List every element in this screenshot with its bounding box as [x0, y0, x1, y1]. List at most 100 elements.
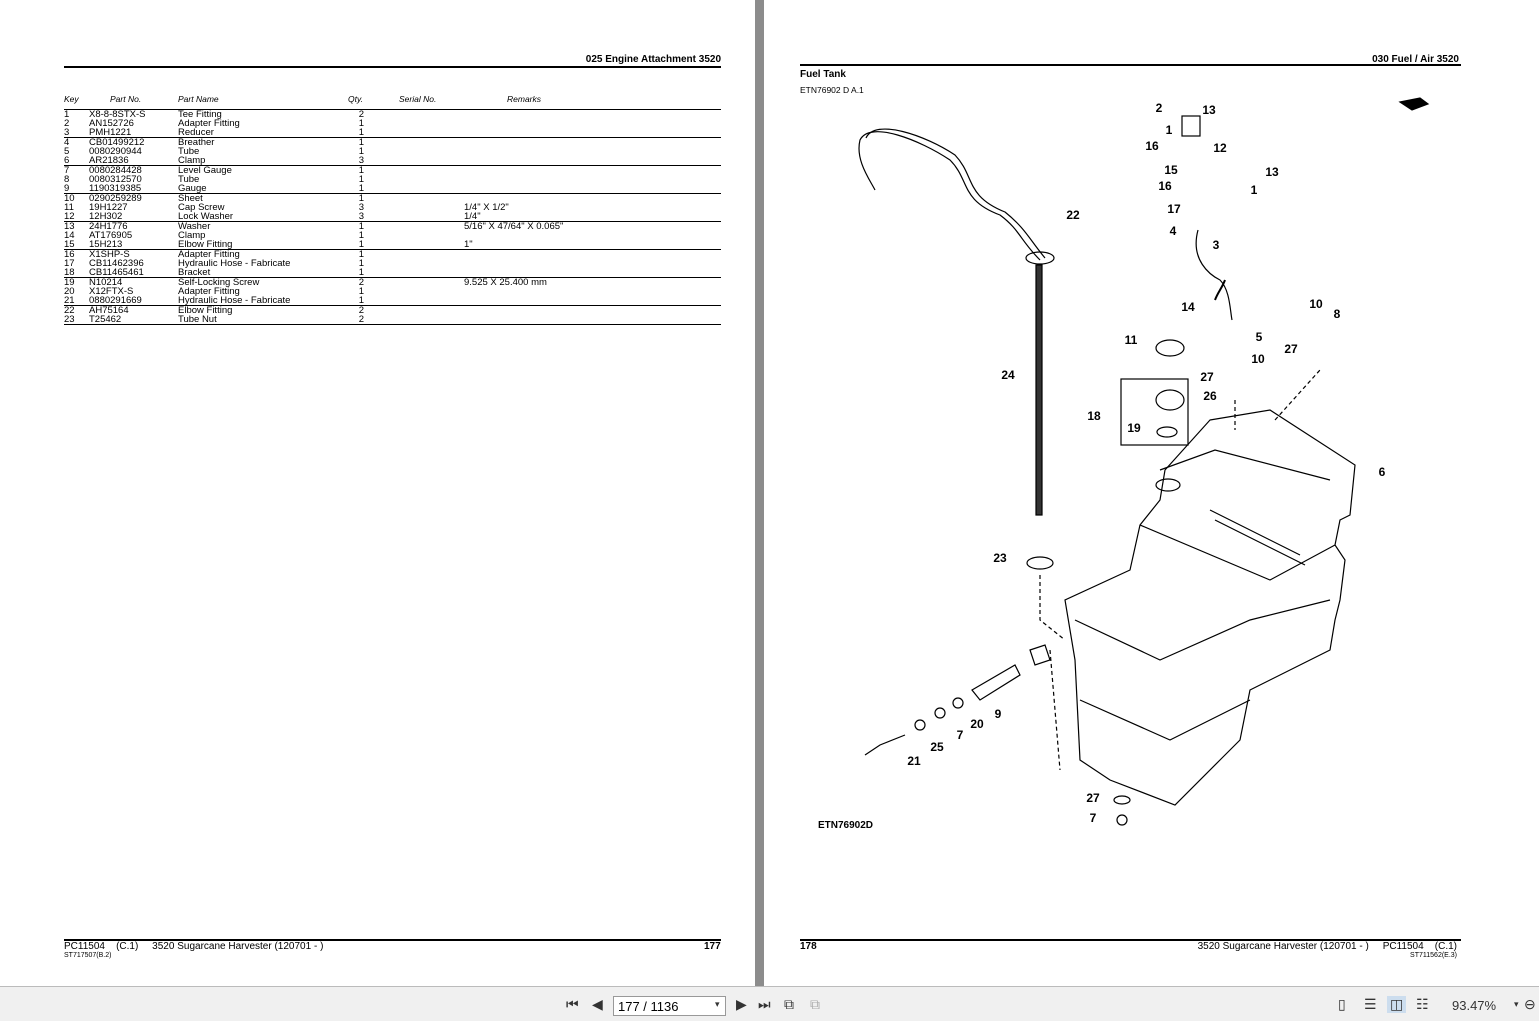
- key-cell: 21: [64, 295, 75, 306]
- copy-icon[interactable]: ⧉: [810, 996, 820, 1012]
- callout-label: 24: [1001, 368, 1015, 382]
- qty-cell: 1: [358, 286, 364, 297]
- callout-label: 22: [1066, 208, 1080, 222]
- serial-cell: [364, 296, 464, 306]
- key-cell: 3: [64, 127, 70, 138]
- serial-cell: [364, 109, 464, 119]
- remarks-cell: [464, 231, 721, 240]
- callout-label: 13: [1202, 103, 1216, 117]
- callout-label: 5: [1256, 330, 1263, 344]
- callout-label: 9: [995, 707, 1002, 721]
- single-page-icon[interactable]: ▯: [1338, 996, 1346, 1012]
- part-name-cell: Self-Locking Screw: [178, 277, 348, 287]
- key-cell: 23: [64, 314, 75, 325]
- serial-cell: [364, 249, 464, 259]
- serial-cell: [364, 315, 464, 325]
- part-no-cell: CB11462396: [89, 258, 144, 269]
- remarks-cell: [464, 128, 721, 138]
- zoom-out-icon[interactable]: ⊖: [1524, 996, 1536, 1012]
- key-cell: 7: [64, 165, 89, 175]
- page-number: 178: [800, 941, 817, 952]
- prev-page-icon[interactable]: ◀: [592, 996, 603, 1012]
- qty-cell: 1: [348, 221, 364, 231]
- qty-cell: 1: [358, 183, 364, 194]
- qty-cell: 1: [358, 118, 364, 129]
- two-page-continuous-icon[interactable]: ☷: [1416, 996, 1429, 1012]
- two-page-icon[interactable]: ◫: [1387, 996, 1407, 1013]
- first-page-icon[interactable]: ⏮: [566, 996, 579, 1012]
- callout-label: 6: [1379, 465, 1386, 479]
- key-cell: 8: [64, 174, 70, 185]
- part-name-cell: Tube: [178, 146, 200, 157]
- qty-cell: 1: [348, 249, 364, 259]
- remarks-cell: 9.525 X 25.400 mm: [464, 277, 721, 287]
- serial-cell: [364, 287, 464, 296]
- part-name-cell: Reducer: [178, 127, 214, 138]
- key-cell: 6: [64, 155, 70, 166]
- qty-cell: 1: [348, 165, 364, 175]
- remarks-cell: [464, 156, 721, 166]
- key-cell: 13: [64, 221, 89, 231]
- qty-cell: 1: [348, 137, 364, 147]
- qty-cell: 2: [348, 305, 364, 315]
- callout-label: 12: [1213, 141, 1227, 155]
- qty-cell: 1: [358, 146, 364, 157]
- col-part-no: Part No.: [110, 94, 142, 104]
- callout-label: 20: [970, 717, 984, 731]
- remarks-cell: [464, 249, 721, 259]
- part-no-cell: 12H302: [89, 211, 123, 222]
- last-page-icon[interactable]: ⏭: [758, 996, 771, 1012]
- next-page-icon[interactable]: ▶: [736, 996, 747, 1012]
- part-no-cell: 15H213: [89, 239, 123, 250]
- qty-cell: 3: [358, 202, 364, 213]
- key-cell: 12: [64, 211, 75, 222]
- zoom-level[interactable]: 93.47%: [1452, 998, 1497, 1013]
- part-no-cell: AN152726: [89, 118, 134, 129]
- key-cell: 15: [64, 239, 75, 250]
- remarks-cell: 5/16" X 47/64" X 0.065": [464, 221, 721, 231]
- col-qty: Qty.: [348, 94, 363, 104]
- part-no-cell: AT176905: [89, 230, 133, 241]
- callout-label: 16: [1145, 139, 1159, 153]
- part-name-cell: Tee Fitting: [178, 109, 348, 119]
- qty-cell: 1: [348, 193, 364, 203]
- remarks-cell: [464, 109, 721, 119]
- qty-cell: 3: [358, 211, 364, 222]
- part-name-cell: Hydraulic Hose - Fabricate: [178, 258, 291, 269]
- part-no-cell: 1190319385: [89, 183, 142, 194]
- callout-label: 2: [1156, 101, 1163, 115]
- part-name-cell: Cap Screw: [178, 202, 225, 213]
- serial-cell: [364, 156, 464, 166]
- part-name-cell: Elbow Fitting: [178, 239, 233, 250]
- remarks-cell: [464, 259, 721, 268]
- key-cell: 1: [64, 109, 89, 119]
- col-remarks: Remarks: [507, 94, 542, 104]
- continuous-icon[interactable]: ☰: [1364, 996, 1377, 1012]
- remarks-cell: [464, 193, 721, 203]
- serial-cell: [364, 165, 464, 175]
- key-cell: 14: [64, 230, 75, 241]
- page-number-input[interactable]: 177 / 1136: [613, 996, 726, 1016]
- part-name-cell: Tube: [178, 174, 200, 185]
- qty-cell: 2: [348, 109, 364, 119]
- footer-text: PC11504 (C.1) 3520 Sugarcane Harvester (…: [64, 941, 324, 952]
- serial-cell: [364, 175, 464, 184]
- zoom-dropdown-icon[interactable]: ▾: [1514, 999, 1519, 1009]
- callout-label: 21: [907, 754, 921, 768]
- serial-cell: [364, 277, 464, 287]
- col-part-name: Part Name: [178, 94, 219, 104]
- page-dropdown-icon[interactable]: ▾: [715, 999, 720, 1009]
- callout-label: 3: [1213, 238, 1220, 252]
- rotate-icon[interactable]: ⧉: [784, 996, 794, 1012]
- footer-code: ST711562(E.3): [1410, 952, 1457, 959]
- serial-cell: [364, 193, 464, 203]
- part-name-cell: Breather: [178, 137, 348, 147]
- part-name-cell: Gauge: [178, 183, 207, 194]
